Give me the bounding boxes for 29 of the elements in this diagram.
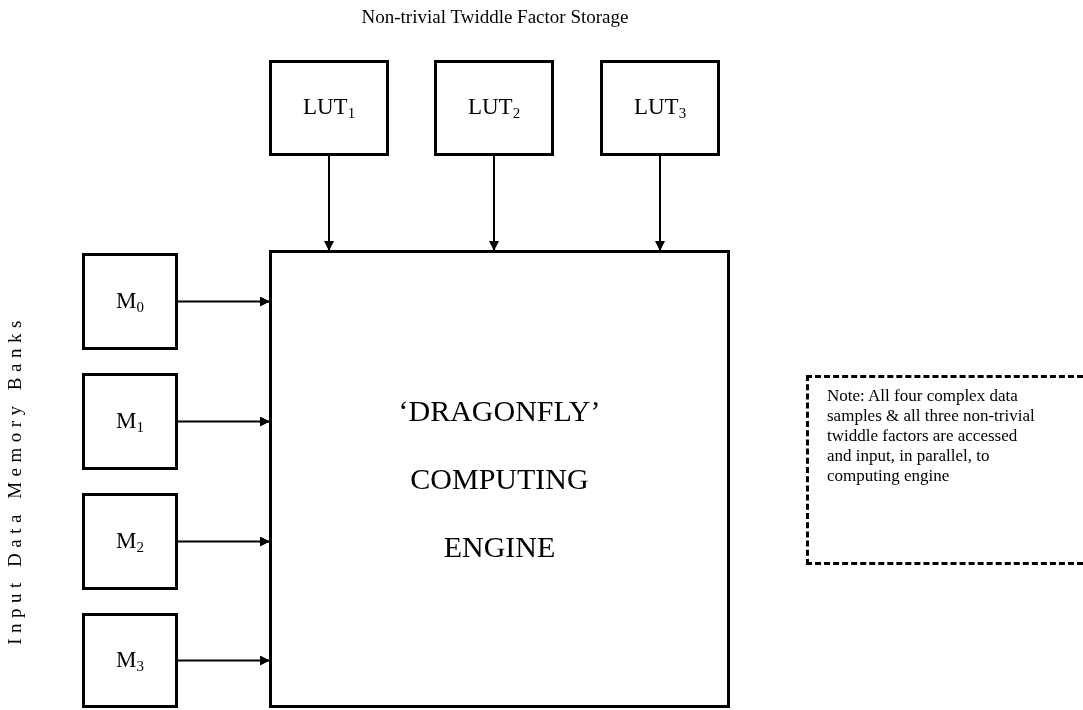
block-box — [434, 60, 554, 156]
block-box — [269, 60, 389, 156]
block-label: M$_{0}$ — [116, 287, 144, 316]
block-box — [600, 60, 720, 156]
block-label: LUT$_{2}$ — [467, 94, 521, 122]
block-label: LUT$_{3}$ — [633, 94, 687, 122]
block-label: LUT$_{1}$ — [302, 94, 356, 122]
arrow — [489, 155, 499, 251]
arrow — [177, 655, 270, 666]
engine-box — [269, 250, 730, 708]
block-label: M$_{2}$ — [116, 527, 144, 556]
block-label: M$_{1}$ — [116, 407, 144, 436]
arrow — [177, 536, 270, 547]
block-box — [82, 493, 178, 590]
diagram-title: Non-trivial Twiddle Factor Storage — [360, 6, 630, 28]
block-label: ‘DRAGONFLY’ — [398, 394, 601, 428]
note-box — [806, 375, 1083, 565]
note-text: Note: All four complex data samples & all three non-trivial twiddle factors are accessed and input, in parallel, to computing engine — [827, 386, 1036, 486]
block-box — [82, 613, 178, 708]
block-label: M$_{3}$ — [116, 646, 144, 675]
block-box — [82, 373, 178, 470]
arrow — [177, 416, 270, 427]
arrow — [177, 296, 270, 307]
block-label: ENGINE — [443, 530, 556, 564]
arrow — [324, 155, 334, 251]
arrow — [655, 155, 665, 251]
block-box — [82, 253, 178, 350]
side-label: Input Data Memory Banks — [4, 315, 26, 645]
block-label: COMPUTING — [410, 462, 589, 496]
